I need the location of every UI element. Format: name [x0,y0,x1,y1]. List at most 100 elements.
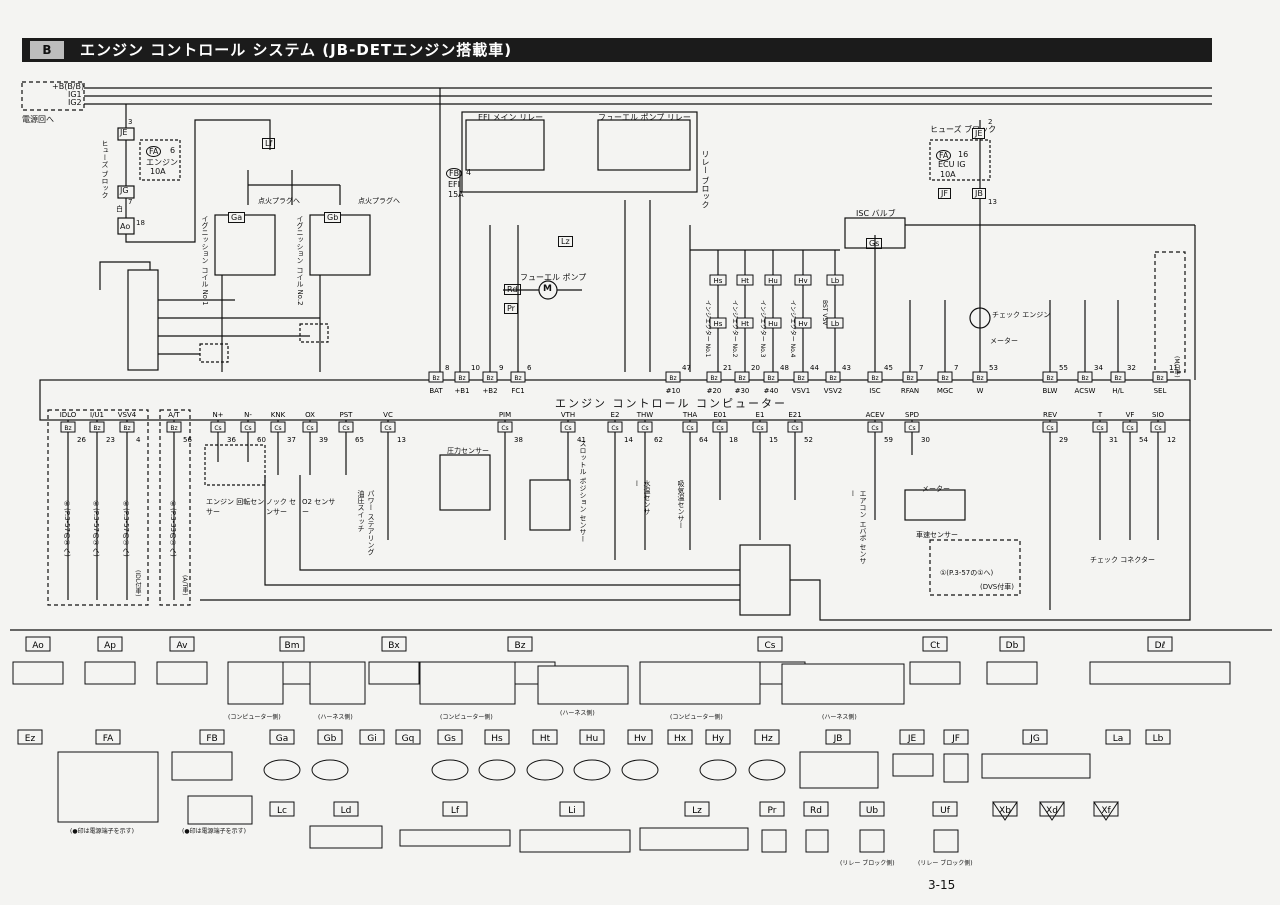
ecu-bottom-pin-box [1042,421,1058,433]
ecu-top-pin-conn: Bz [829,375,836,382]
actuator-conn-label: Hu [768,320,778,328]
ecu-top-pin-number: 8 [445,364,449,372]
ecu-bottom-pin-number: 26 [77,436,86,444]
ecu-top-pin-conn: Bz [486,375,493,382]
ecu-bottom-pin-box [1150,421,1166,433]
round-connector-face [699,759,737,781]
connector-tag [97,636,123,652]
mt-note: (M/T車) [1173,356,1180,378]
actuator-conn-label: Lb [831,277,840,285]
conn-note-computer-bz: (コンピューター側) [440,714,493,721]
fuel-pump-pr: Pr [504,303,518,314]
ecu-bottom-pin-box [338,421,354,433]
fuse-right-conn-bot: JB [972,188,986,199]
connector-tag [579,729,605,745]
ecu-bottom-pin-conn: Cs [214,425,221,432]
connector-tag-label: Lc [277,806,287,816]
ecu-bottom-pin-box [270,421,286,433]
ign-ga-conn: Ga [228,212,246,223]
connector-tag [1145,729,1171,745]
ecu-top-pin-box [763,371,779,383]
ecu-top-pin-box [454,371,470,383]
ecu-bottom-pin-name: N+ [212,411,223,419]
ecu-bottom-pin-box [560,421,576,433]
ecu-bottom-pin-name: SPD [905,411,919,419]
ecu-top-pin-box [482,371,498,383]
actuator-conn [764,274,782,286]
actuator-conn [709,274,727,286]
ecu-bottom-pin-box [904,421,920,433]
ecu-top-pin-box [793,371,809,383]
connector-tag [899,729,925,745]
ecu-top-pin-conn: Bz [871,375,878,382]
ecu-bottom-pin-number: 65 [355,436,364,444]
isc-label: ISC バルブ [856,209,896,218]
ecu-bottom-pin-conn: Cs [274,425,281,432]
connector-tag-label: Hy [712,734,725,744]
sensor-intake: 吸気温センサー [677,480,685,529]
efi-fuse-name: EFI [448,180,461,189]
sensor-o2: O2 センサー [302,498,336,516]
ecu-top-pin-number: 34 [1094,364,1103,372]
ecu-bottom-pin-number: 52 [804,436,813,444]
ecu-top-pin-number: 48 [780,364,789,372]
actuator-conn-label: Ht [741,277,749,285]
conn-note-harness: (ハーネス側) [318,714,353,721]
connector-tag [684,801,710,817]
ecu-bottom-pin-name: E2 [611,411,620,419]
connector-face-jg [981,753,1091,779]
section-label: B [30,41,64,59]
ecu-bottom-pin-box [380,421,396,433]
ecu-top-pin-box [1110,371,1126,383]
ecu-top-pin-name: H/L [1112,387,1124,395]
ecu-top-pin-box [1077,371,1093,383]
ign-lf-conn: Lf [262,138,276,149]
ecu-top-pin-name: FC1 [511,387,524,395]
ecu-top-pin-number: 47 [682,364,691,372]
ecu-bottom-pin-box [752,421,768,433]
actuator-conn-bottom [736,317,754,329]
fuse-left-pin-bot: 7 [128,198,133,206]
sensor-pressure: 圧力センサー [447,447,489,455]
ref-note-4: ⑥(P.3-33の③へ) [169,500,177,557]
ign-gb-conn: Gb [324,212,342,223]
ecu-bottom-pin-box [867,421,883,433]
ecu-top-pin-number: 11 [1169,364,1178,372]
check-engine-label: チェック エンジン [992,311,1051,319]
ecu-top-pin-number: 9 [499,364,503,372]
ecu-bottom-pin-conn: Cs [342,425,349,432]
connector-tag [932,801,958,817]
fuse-left-pin-top: 3 [128,118,133,126]
ecu-top-pin-conn: Bz [432,375,439,382]
ecu-top-pin-conn: Bz [710,375,717,382]
ecu-bottom-pin-conn: Bz [170,425,177,432]
connector-tag-label: JF [951,734,960,744]
ecu-bottom-pin-conn: Cs [1126,425,1133,432]
connector-tag [559,801,585,817]
actuator-conn [826,274,844,286]
connector-tag [667,729,693,745]
connector-tag-label: Ct [930,641,940,651]
ecu-bottom-pin-box [60,421,76,433]
ecu-top-pin-box [1042,371,1058,383]
ecu-top-pin-name: BAT [429,387,443,395]
connector-tag [705,729,731,745]
actuator-conn-bottom [826,317,844,329]
ecu-bottom-pin-number: 38 [514,436,523,444]
connector-tag-label: JB [833,734,843,744]
fa-note: (●印は電源端子を示す) [70,828,134,835]
connector-tag-label: Hv [634,734,647,744]
connector-face-fa [57,751,159,823]
ecu-bottom-pin-name: THW [636,411,654,419]
fuse-right-name: ECU IG [938,160,966,169]
fuse-left-rating: 10A [150,167,166,176]
ecu-bottom-pin-conn: Cs [306,425,313,432]
connector-face [84,661,136,685]
connector-tag [317,729,343,745]
ecu-top-pin-number: 44 [810,364,819,372]
page-header: B エンジン コントロール システム (JB-DETエンジン搭載車) [22,38,1212,62]
ecu-bottom-pin-number: 4 [136,436,141,444]
connector-tag-label: Bz [515,641,526,651]
